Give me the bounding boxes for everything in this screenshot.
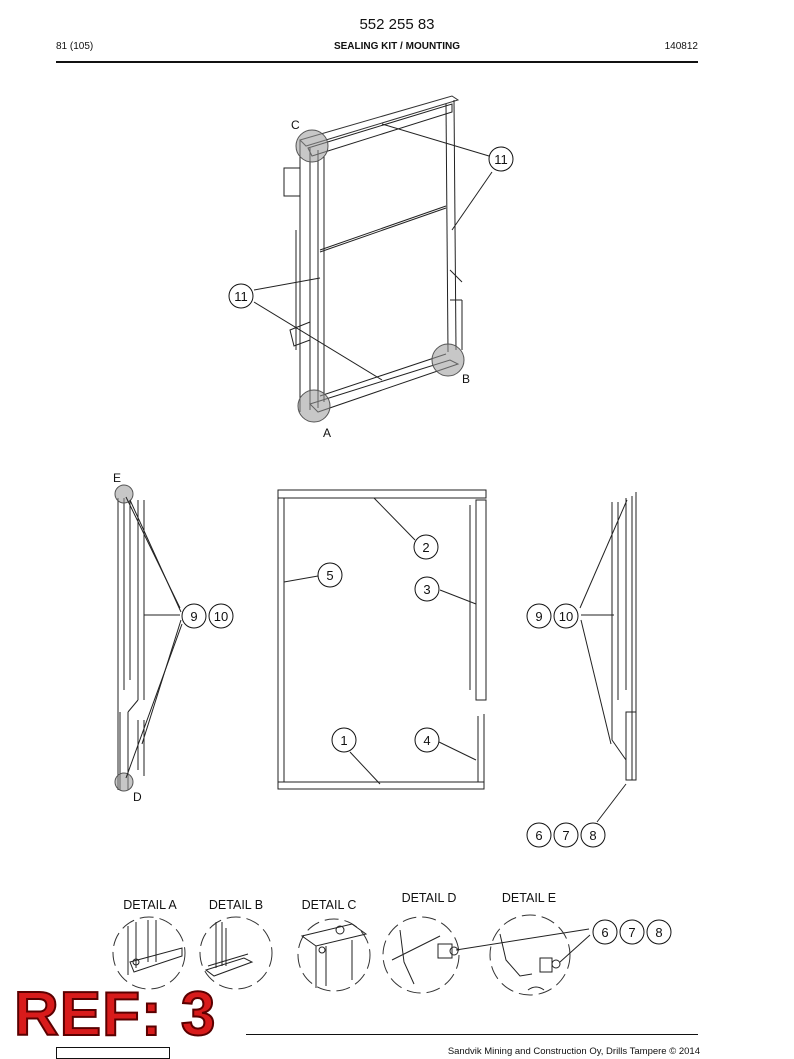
callout-8: 8 xyxy=(580,822,606,848)
callout-7: 7 xyxy=(553,822,579,848)
callout-2: 2 xyxy=(413,534,439,560)
callout-3: 3 xyxy=(414,576,440,602)
detail-c-title: DETAIL C xyxy=(302,898,357,912)
callout-10-right: 10 xyxy=(553,603,579,629)
svg-text:1: 1 xyxy=(340,733,347,748)
callout-4: 4 xyxy=(414,727,440,753)
detail-d-title: DETAIL D xyxy=(402,891,457,905)
svg-text:9: 9 xyxy=(535,609,542,624)
detail-e-title: DETAIL E xyxy=(502,891,556,905)
detail-highlight-b xyxy=(431,343,465,377)
svg-text:10: 10 xyxy=(214,609,228,624)
page-index: 81 (105) xyxy=(56,41,94,52)
view-label-e: E xyxy=(113,471,121,485)
callout-5: 5 xyxy=(317,562,343,588)
detail-a-title: DETAIL A xyxy=(123,898,177,912)
detail-c-drawing xyxy=(300,923,368,988)
view-label-c: C xyxy=(291,118,300,132)
detail-highlight-c xyxy=(295,129,329,163)
svg-text:5: 5 xyxy=(326,568,333,583)
callout-10-left: 10 xyxy=(208,603,234,629)
svg-text:4: 4 xyxy=(423,733,430,748)
detail-a-drawing xyxy=(127,920,183,975)
svg-text:2: 2 xyxy=(422,540,429,555)
frame-right-side-view xyxy=(611,492,637,781)
svg-text:6: 6 xyxy=(601,925,608,940)
frame-isometric-view xyxy=(283,95,463,413)
detail-e-drawing xyxy=(499,933,561,991)
svg-text:11: 11 xyxy=(494,152,508,167)
callout-7-detail: 7 xyxy=(619,919,645,945)
svg-text:8: 8 xyxy=(589,828,596,843)
detail-b-drawing xyxy=(204,922,254,977)
section-title: SEALING KIT / MOUNTING xyxy=(333,41,461,52)
svg-text:11: 11 xyxy=(234,289,248,304)
callout-6-detail: 6 xyxy=(592,919,618,945)
callout-6: 6 xyxy=(526,822,552,848)
svg-text:7: 7 xyxy=(562,828,569,843)
frame-front-view xyxy=(277,489,487,790)
svg-text:7: 7 xyxy=(628,925,635,940)
callout-11-left: 11 xyxy=(228,283,254,309)
detail-b-title: DETAIL B xyxy=(209,898,263,912)
callout-11-right: 11 xyxy=(488,146,514,172)
callout-9-right: 9 xyxy=(526,603,552,629)
detail-highlight-a xyxy=(297,389,331,423)
footer-copyright: Sandvik Mining and Construction Oy, Dril… xyxy=(447,1046,700,1057)
detail-d-drawing xyxy=(391,929,459,985)
header-rule xyxy=(56,61,698,63)
svg-text:10: 10 xyxy=(559,609,573,624)
svg-text:6: 6 xyxy=(535,828,542,843)
callout-9-left: 9 xyxy=(181,603,207,629)
footer-rule xyxy=(246,1034,698,1035)
callout-1: 1 xyxy=(331,727,357,753)
ref-stamp: REF: 3 xyxy=(13,980,217,1049)
frame-left-side-view xyxy=(117,498,145,790)
svg-text:8: 8 xyxy=(655,925,662,940)
document-number: 552 255 83 xyxy=(359,16,435,33)
view-label-a: A xyxy=(323,426,331,440)
callout-8-detail: 8 xyxy=(646,919,672,945)
svg-text:9: 9 xyxy=(190,609,197,624)
document-date: 140812 xyxy=(664,41,698,52)
view-label-b: B xyxy=(462,372,470,386)
view-label-d: D xyxy=(133,790,142,804)
svg-text:3: 3 xyxy=(423,582,430,597)
